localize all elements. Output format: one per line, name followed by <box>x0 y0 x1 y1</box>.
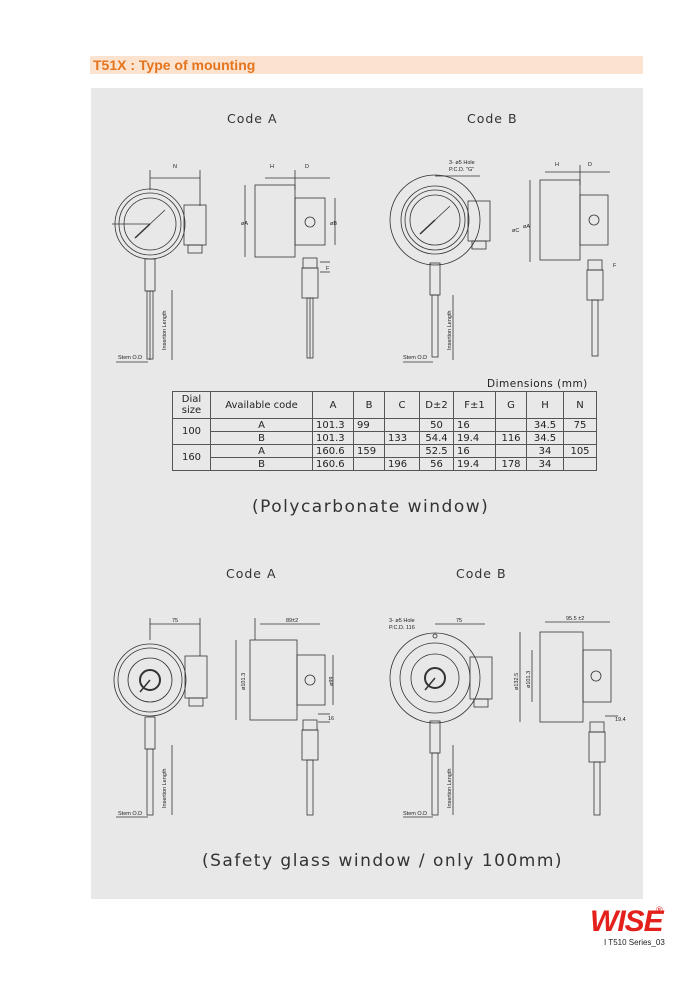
table-row: B 160.6 196 56 19.4 178 34 <box>173 457 597 471</box>
label-pcd: P.C.D. "G" <box>449 167 474 173</box>
label-insertion-s: Insertion Length <box>162 769 168 808</box>
safety-b-gauge-front <box>389 623 493 818</box>
table-cell: 100 <box>172 418 211 445</box>
wise-logo: WISE <box>590 905 664 938</box>
label-stem-s2: Stem O.D <box>403 811 427 817</box>
label-75a: 75 <box>172 618 178 624</box>
label-hole-b: 3- ø5 Hole <box>389 618 415 624</box>
label-95: 95.5 ±2 <box>566 616 584 622</box>
label-101a: ø101.3 <box>241 673 247 690</box>
page-title: T51X : Type of mounting <box>93 57 256 73</box>
label-75b: 75 <box>456 618 462 624</box>
label-99: ø99 <box>329 677 335 686</box>
label-132: ø132.5 <box>514 673 520 690</box>
label-stem-s: Stem O.D <box>118 811 142 817</box>
poly-a-gauge-side <box>244 170 336 359</box>
label-101b: ø101.3 <box>526 671 532 688</box>
label-c: øC <box>512 228 519 234</box>
label-f: F <box>326 266 330 272</box>
label-19: 19.4 <box>615 717 626 723</box>
poly-b-gauge-front <box>389 174 491 363</box>
label-h: H <box>270 164 274 170</box>
table-row: B 101.3 133 54.4 19.4 116 34.5 <box>173 431 597 445</box>
safety-code-a-label: Code A <box>226 566 277 581</box>
header-cell: Dial size <box>172 391 211 419</box>
drawing-panel <box>91 88 643 899</box>
safety-code-b-label: Code B <box>456 566 507 581</box>
safety-a-gauge-side <box>235 618 334 816</box>
label-stem2: Stem O.D <box>403 355 427 361</box>
table-cell: 19.4 <box>453 457 496 471</box>
poly-a-gauge-front <box>112 170 207 363</box>
label-a: øA <box>241 221 248 227</box>
dimensions-caption: Dimensions (mm) <box>487 378 588 390</box>
label-n: N <box>173 164 177 170</box>
label-insertion-s2: Insertion Length <box>447 769 453 808</box>
label-h2: H <box>555 162 559 168</box>
registered-mark: ® <box>656 905 663 915</box>
safety-a-gauge-front <box>113 618 208 818</box>
poly-code-a-label: Code A <box>227 111 278 126</box>
label-stem: Stem O.D <box>118 355 142 361</box>
label-insertion2: Insertion Length <box>447 311 453 350</box>
poly-code-b-label: Code B <box>467 111 518 126</box>
label-16: 16 <box>328 716 334 722</box>
dimensions-table: Dial size Available code A B C D±2 F±1 G… <box>172 391 597 471</box>
safety-caption: (Safety glass window / only 100mm) <box>202 851 564 871</box>
label-insertion: Insertion Length <box>162 311 168 350</box>
poly-caption: (Polycarbonate window) <box>252 497 490 517</box>
label-a2: øA <box>523 224 530 230</box>
poly-b-gauge-side <box>529 165 610 357</box>
header-cell: C <box>384 391 420 419</box>
header-cell: Available code <box>210 391 313 419</box>
label-f2: F <box>613 263 617 269</box>
title-bar <box>90 56 643 74</box>
safety-b-gauge-side <box>519 621 618 816</box>
table-cell <box>563 457 597 471</box>
label-d: D <box>305 164 309 170</box>
label-d2: D <box>588 162 592 168</box>
label-hole: 3- ø5 Hole <box>449 160 475 166</box>
page-footer: I T510 Series_03 <box>604 938 665 947</box>
label-b: øB <box>330 221 337 227</box>
label-pcd-b: P.C.D. 116 <box>389 625 415 631</box>
label-89: 89±2 <box>286 618 298 624</box>
